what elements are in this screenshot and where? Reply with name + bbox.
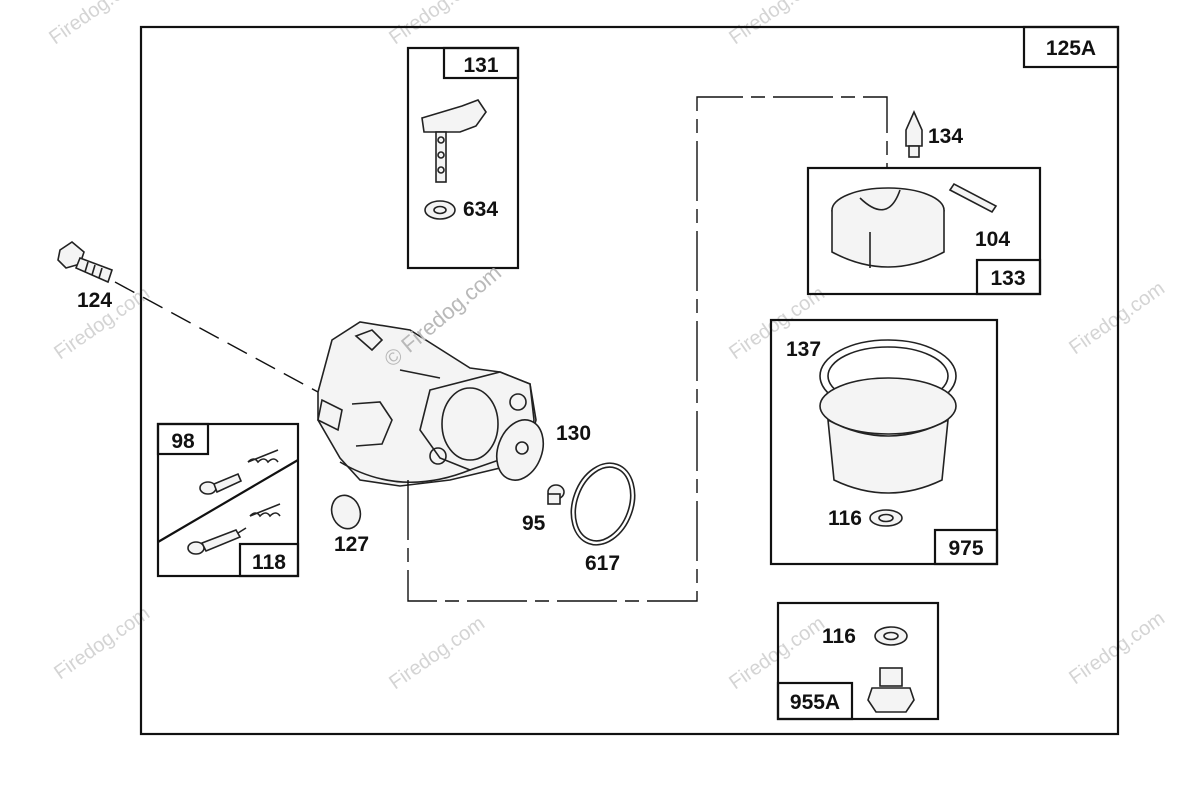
label-95: 95 <box>522 512 546 535</box>
kit-98-118-frame <box>156 422 300 578</box>
choke-shaft-part <box>421 99 487 183</box>
label-137: 137 <box>786 338 821 361</box>
assembly-label: 125A <box>1046 37 1096 60</box>
label-133: 133 <box>990 267 1025 290</box>
label-955A: 955A <box>790 691 840 714</box>
washer-116-part <box>869 509 903 527</box>
idle-screw-part <box>199 449 279 495</box>
seal-634-part <box>424 200 456 220</box>
label-134: 134 <box>928 125 963 148</box>
watermark-text: Firedog.com <box>45 0 149 49</box>
bolt-leader-line <box>114 281 319 393</box>
bowl-bolt-part <box>867 667 915 713</box>
kit-975-box: 975 137 116 <box>769 318 999 566</box>
gasket-617-part <box>570 462 636 546</box>
kit-131-frame <box>406 46 520 270</box>
label-104: 104 <box>975 228 1010 251</box>
kit-133-box: 133 104 <box>806 166 1042 296</box>
label-617: 617 <box>585 552 620 575</box>
kit-975-frame <box>769 318 999 566</box>
label-975: 975 <box>948 537 983 560</box>
diaphragm-130-part <box>495 419 545 481</box>
kit-131-label-box <box>442 46 520 80</box>
label-131: 131 <box>463 54 498 77</box>
washer-116b-part <box>874 626 908 646</box>
kit-975-label-box <box>933 528 999 566</box>
outer-frame <box>139 25 1120 736</box>
label-124: 124 <box>77 289 112 312</box>
kit-133-label-box <box>975 258 1042 296</box>
float-part <box>831 187 945 268</box>
assembly-leader-line <box>407 96 888 602</box>
jet-95-part <box>547 484 565 505</box>
label-116-bowl: 116 <box>828 507 862 530</box>
watermark-text: Firedog.com <box>725 0 829 49</box>
label-127: 127 <box>334 533 369 556</box>
float-needle-134-part <box>905 110 923 158</box>
watermark-text: Firedog.com <box>385 0 489 49</box>
hinge-pin-104-part <box>948 182 998 214</box>
label-634: 634 <box>463 198 498 221</box>
kit-98-label-box <box>156 422 210 456</box>
label-130: 130 <box>556 422 591 445</box>
label-118: 118 <box>252 551 286 574</box>
kit-131-box: 131 634 <box>406 46 520 270</box>
kit-955A-label-box <box>776 681 854 721</box>
float-bowl-part <box>819 339 957 494</box>
label-116-bolt: 116 <box>822 625 856 648</box>
kit-955A-frame <box>776 601 940 721</box>
mounting-bolt-124-part <box>57 241 114 284</box>
kit-133-frame <box>806 166 1042 296</box>
assembly-label-box <box>1022 25 1120 69</box>
kit-118-label-box <box>238 542 300 578</box>
watermark-text: Firedog.com <box>50 602 154 684</box>
kit-98-118-box: 98 118 <box>156 422 300 578</box>
mixture-screw-part <box>187 503 281 555</box>
label-98: 98 <box>171 430 195 453</box>
watermark-text: Firedog.com <box>385 612 489 694</box>
welch-plug-127-part <box>330 494 362 530</box>
kit-955A-box: 955A 116 <box>776 601 940 721</box>
watermark-layer: Firedog.com Firedog.com Firedog.com Fire… <box>45 0 1169 694</box>
kit-divider <box>157 459 299 543</box>
